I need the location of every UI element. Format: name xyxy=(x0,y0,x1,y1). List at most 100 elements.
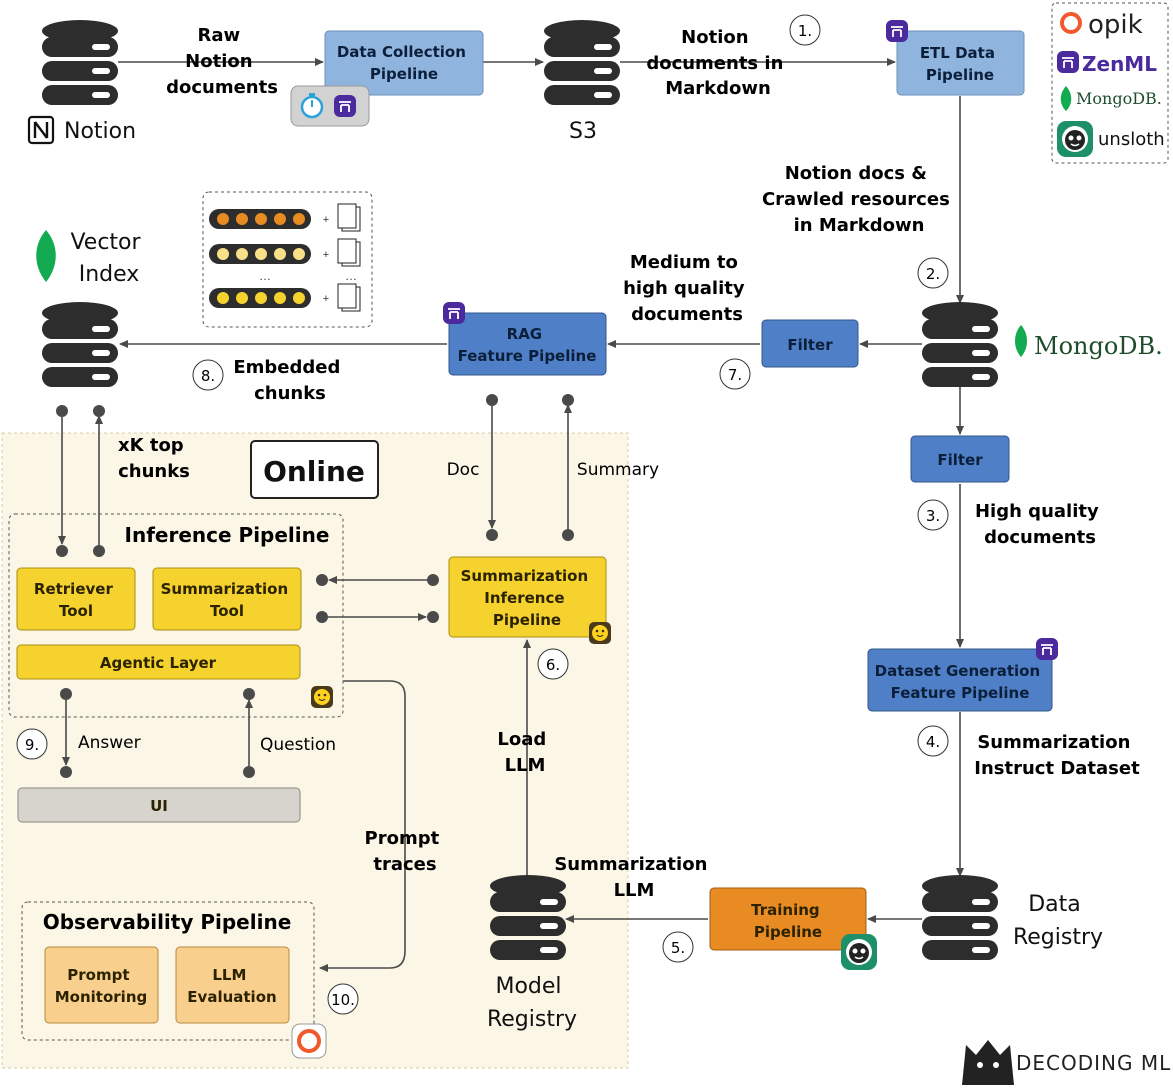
filter-high-quality[interactable] xyxy=(910,435,1010,483)
s3-label: S3 xyxy=(569,119,597,144)
rag-label: RAG Feature Pipeline xyxy=(458,325,597,365)
legend-zenml-icon xyxy=(1056,50,1080,74)
retriever-label: Retriever Tool xyxy=(34,580,118,620)
agentic-layer[interactable] xyxy=(16,644,301,680)
svg-text:Agentic Layer: Agentic Layer xyxy=(100,654,217,672)
svg-text:Filter: Filter xyxy=(787,336,833,354)
s3-database-icon xyxy=(544,20,620,105)
observability-title: Observability Pipeline xyxy=(43,910,292,934)
svg-text:7.: 7. xyxy=(728,366,742,384)
training-label: Training Pipeline xyxy=(751,901,825,941)
embedded-chunks-label: Embedded chunks xyxy=(233,357,346,404)
svg-text:…: … xyxy=(345,269,357,283)
svg-text:3.: 3. xyxy=(926,507,940,525)
stopwatch-icon xyxy=(300,93,324,119)
notion-markdown-label: Notion documents in Markdown xyxy=(646,27,789,99)
model-registry-label: Model Registry xyxy=(487,974,577,1032)
vector-index-label: Vector Index xyxy=(70,230,147,287)
step-3-badge xyxy=(917,499,949,531)
online-title: Online xyxy=(263,455,365,488)
inference-pipeline-group xyxy=(8,513,344,718)
model-registry-database-icon xyxy=(490,875,566,960)
svg-text:9.: 9. xyxy=(25,736,39,754)
mongodb-leaf-icon xyxy=(1015,325,1027,357)
training-unsloth-icon xyxy=(840,933,878,971)
prompt-traces-label: Prompt traces xyxy=(365,828,446,875)
svg-text:6.: 6. xyxy=(546,656,560,674)
legend-unsloth: unsloth xyxy=(1098,129,1165,150)
summarization-instruct-label: Summarization Instruct Dataset xyxy=(974,732,1140,779)
prompt-monitoring-label: Prompt Monitoring xyxy=(55,966,147,1006)
legend-zenml: ZenML xyxy=(1082,52,1157,76)
retriever-tool[interactable] xyxy=(16,567,136,631)
notion-crawled-label: Notion docs & Crawled resources in Markd… xyxy=(762,163,956,236)
agentic-huggingface-icon xyxy=(310,685,334,709)
vector-index-database-icon xyxy=(42,302,118,387)
online-title-box xyxy=(250,440,379,499)
svg-text:+: + xyxy=(323,249,329,261)
notion-label: Notion xyxy=(64,119,136,144)
opik-logo-icon xyxy=(1060,12,1082,34)
high-quality-label: High quality documents xyxy=(975,501,1105,548)
svg-text:8.: 8. xyxy=(201,367,215,385)
notion-logo-icon xyxy=(27,115,55,145)
zenml-icon xyxy=(333,94,357,118)
svg-text:1.: 1. xyxy=(798,22,812,40)
svg-text:+: + xyxy=(323,214,329,226)
answer-label: Answer xyxy=(78,733,141,753)
step-5-badge xyxy=(662,931,694,963)
inference-pipeline-title: Inference Pipeline xyxy=(125,523,330,547)
filter-medium-quality[interactable] xyxy=(761,319,859,368)
step-4-badge xyxy=(917,725,949,757)
rag-zenml-icon xyxy=(442,301,466,325)
svg-text:10.: 10. xyxy=(331,991,355,1009)
svg-text:UI: UI xyxy=(150,797,168,815)
etl-zenml-icon xyxy=(885,19,909,43)
summarization-tool[interactable] xyxy=(152,567,302,631)
opik-icon xyxy=(291,1023,327,1059)
mongodb-leaf-icon xyxy=(1060,86,1072,111)
legend-mongodb: MongoDB. xyxy=(1076,89,1162,108)
question-label: Question xyxy=(260,735,336,755)
summarization-tool-label: Summarization Tool xyxy=(161,580,294,620)
summarization-inference-pipeline[interactable] xyxy=(448,556,607,638)
training-pipeline[interactable] xyxy=(709,887,867,951)
xk-top-chunks-label: xK top chunks xyxy=(118,435,190,482)
svg-text:+: + xyxy=(323,293,329,305)
data-registry-label: Data Registry xyxy=(1013,892,1103,950)
svg-text:2.: 2. xyxy=(926,265,940,283)
etl-label: ETL Data Pipeline xyxy=(920,44,1000,84)
brand-label: DECODING ML xyxy=(1016,1051,1171,1075)
summarization-llm-label: Summarization LLM xyxy=(554,854,713,901)
prompt-monitoring[interactable] xyxy=(44,946,159,1024)
doc-label: Doc xyxy=(447,460,480,480)
svg-text:5.: 5. xyxy=(671,939,685,957)
decoding-ml-logo-icon xyxy=(962,1040,1014,1085)
mongodb-label: MongoDB. xyxy=(1034,332,1163,360)
step-6-badge xyxy=(537,648,569,680)
ui-box[interactable] xyxy=(17,787,301,823)
rag-feature-pipeline[interactable] xyxy=(448,312,607,376)
step-9-badge xyxy=(16,728,48,760)
data-collection-pipeline[interactable] xyxy=(324,30,484,96)
llm-evaluation[interactable] xyxy=(175,946,290,1024)
dataset-generation-label: Dataset Generation Feature Pipeline xyxy=(875,662,1046,702)
svg-text:4.: 4. xyxy=(926,733,940,751)
summary-label: Summary xyxy=(577,460,659,480)
svg-text:…: … xyxy=(259,269,271,283)
vector-mongodb-leaf-icon xyxy=(36,230,56,282)
mongodb-database-icon xyxy=(922,302,998,387)
dataset-zenml-icon xyxy=(1035,637,1059,661)
llm-evaluation-label: LLM Evaluation xyxy=(187,966,276,1006)
dataset-generation-pipeline[interactable] xyxy=(867,648,1053,712)
svg-text:Filter: Filter xyxy=(937,451,983,469)
etl-data-pipeline[interactable] xyxy=(896,30,1025,96)
legend-opik: opik xyxy=(1088,10,1143,40)
step-8-badge xyxy=(192,359,224,391)
step-10-badge xyxy=(327,983,359,1015)
step-7-badge xyxy=(719,358,751,390)
data-registry-database-icon xyxy=(922,875,998,960)
step-2-badge xyxy=(917,257,949,289)
legend-unsloth-icon xyxy=(1056,120,1094,158)
